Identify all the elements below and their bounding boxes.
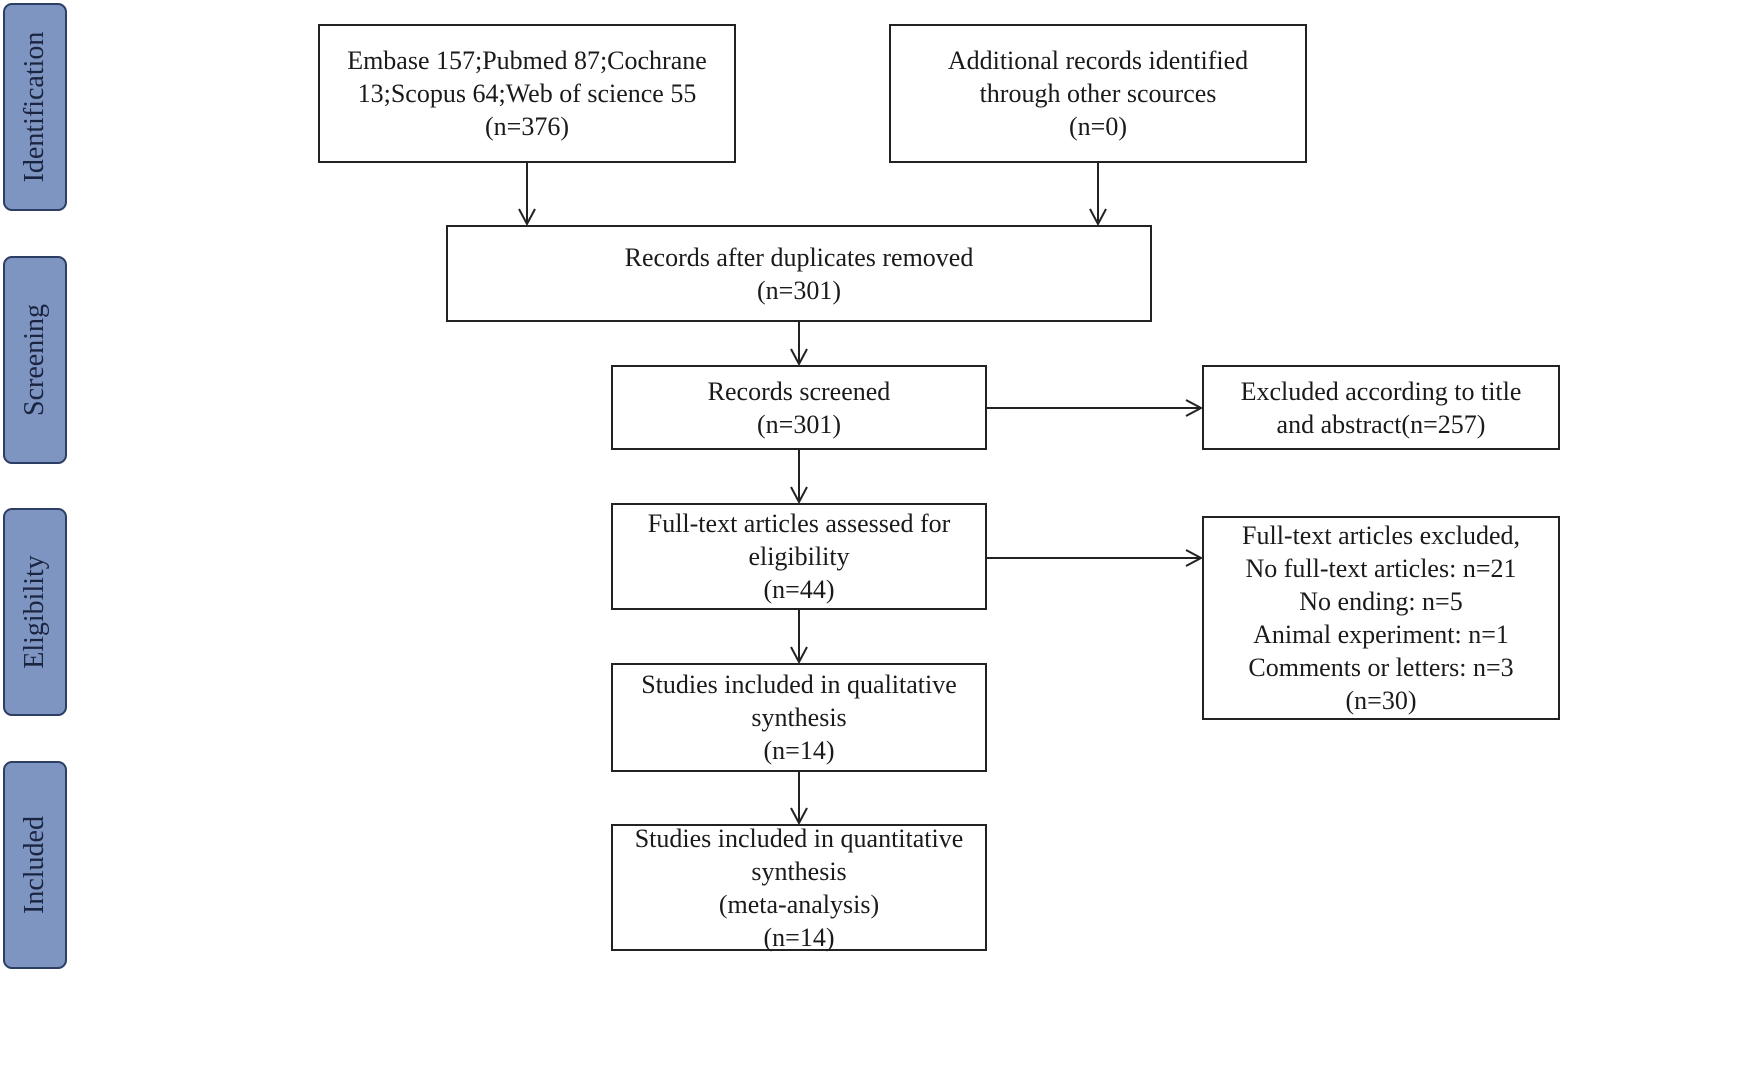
arrow-fulltext-to-qualitative (790, 610, 808, 665)
fulltext-assessed-line: eligibility (748, 542, 850, 571)
database-sources-line: 13;Scopus 64;Web of science 55 (357, 79, 697, 108)
arrow-fulltext-to-excluded (987, 549, 1204, 567)
qualitative-synthesis-count: (n=14) (763, 736, 835, 765)
qualitative-synthesis-box: Studies included in qualitative synthesi… (611, 663, 987, 772)
duplicates-removed-box: Records after duplicates removed (n=301) (446, 225, 1152, 322)
additional-records-line: Additional records identified (947, 46, 1249, 75)
records-screened-box: Records screened (n=301) (611, 365, 987, 450)
arrow-additional-to-dedup (1089, 163, 1107, 227)
fulltext-excluded-line: No ending: n=5 (1299, 587, 1463, 616)
database-sources-count: (n=376) (485, 112, 569, 141)
database-sources-line: Embase 157;Pubmed 87;Cochrane (347, 46, 707, 75)
quantitative-synthesis-line: Studies included in quantitative (634, 823, 964, 853)
stage-identification: Identification (3, 3, 67, 211)
arrow-sources-to-dedup (518, 163, 536, 227)
quantitative-synthesis-count: (n=14) (763, 922, 835, 952)
quantitative-synthesis-box: Studies included in quantitative synthes… (611, 823, 987, 952)
arrow-screened-to-excluded (987, 399, 1204, 417)
arrow-qualitative-to-quantitative (790, 772, 808, 826)
fulltext-excluded-line: Full-text articles excluded, (1242, 521, 1520, 550)
excluded-title-abstract-box: Excluded according to title and abstract… (1202, 365, 1560, 450)
additional-records-count: (n=0) (1069, 112, 1127, 141)
fulltext-assessed-count: (n=44) (763, 575, 835, 604)
additional-records-line: through other scources (979, 79, 1217, 108)
records-screened-count: (n=301) (757, 409, 841, 439)
stage-included: Included (3, 761, 67, 969)
fulltext-excluded-line: Animal experiment: n=1 (1253, 620, 1509, 649)
fulltext-excluded-line: Comments or letters: n=3 (1248, 653, 1514, 682)
qualitative-synthesis-line: Studies included in qualitative (641, 670, 957, 699)
stage-screening: Screening (3, 256, 67, 464)
duplicates-removed-count: (n=301) (757, 275, 841, 305)
fulltext-assessed-line: Full-text articles assessed for (647, 509, 951, 538)
fulltext-excluded-box: Full-text articles excluded, No full-tex… (1202, 516, 1560, 720)
stage-eligibility: Eligibility (3, 508, 67, 716)
quantitative-synthesis-line: synthesis (751, 856, 847, 886)
additional-records-box: Additional records identified through ot… (889, 24, 1307, 163)
qualitative-synthesis-line: synthesis (751, 703, 847, 732)
excluded-title-abstract-line: and abstract(n=257) (1276, 409, 1486, 439)
database-sources-box: Embase 157;Pubmed 87;Cochrane 13;Scopus … (318, 24, 736, 163)
records-screened-line: Records screened (707, 376, 891, 406)
fulltext-excluded-line: No full-text articles: n=21 (1245, 554, 1517, 583)
duplicates-removed-line: Records after duplicates removed (624, 242, 974, 272)
arrow-dedup-to-screened (790, 322, 808, 367)
fulltext-assessed-box: Full-text articles assessed for eligibil… (611, 503, 987, 610)
excluded-title-abstract-line: Excluded according to title (1240, 376, 1522, 406)
fulltext-excluded-count: (n=30) (1345, 686, 1417, 715)
quantitative-synthesis-line: (meta-analysis) (718, 889, 880, 919)
arrow-screened-to-fulltext (790, 450, 808, 505)
